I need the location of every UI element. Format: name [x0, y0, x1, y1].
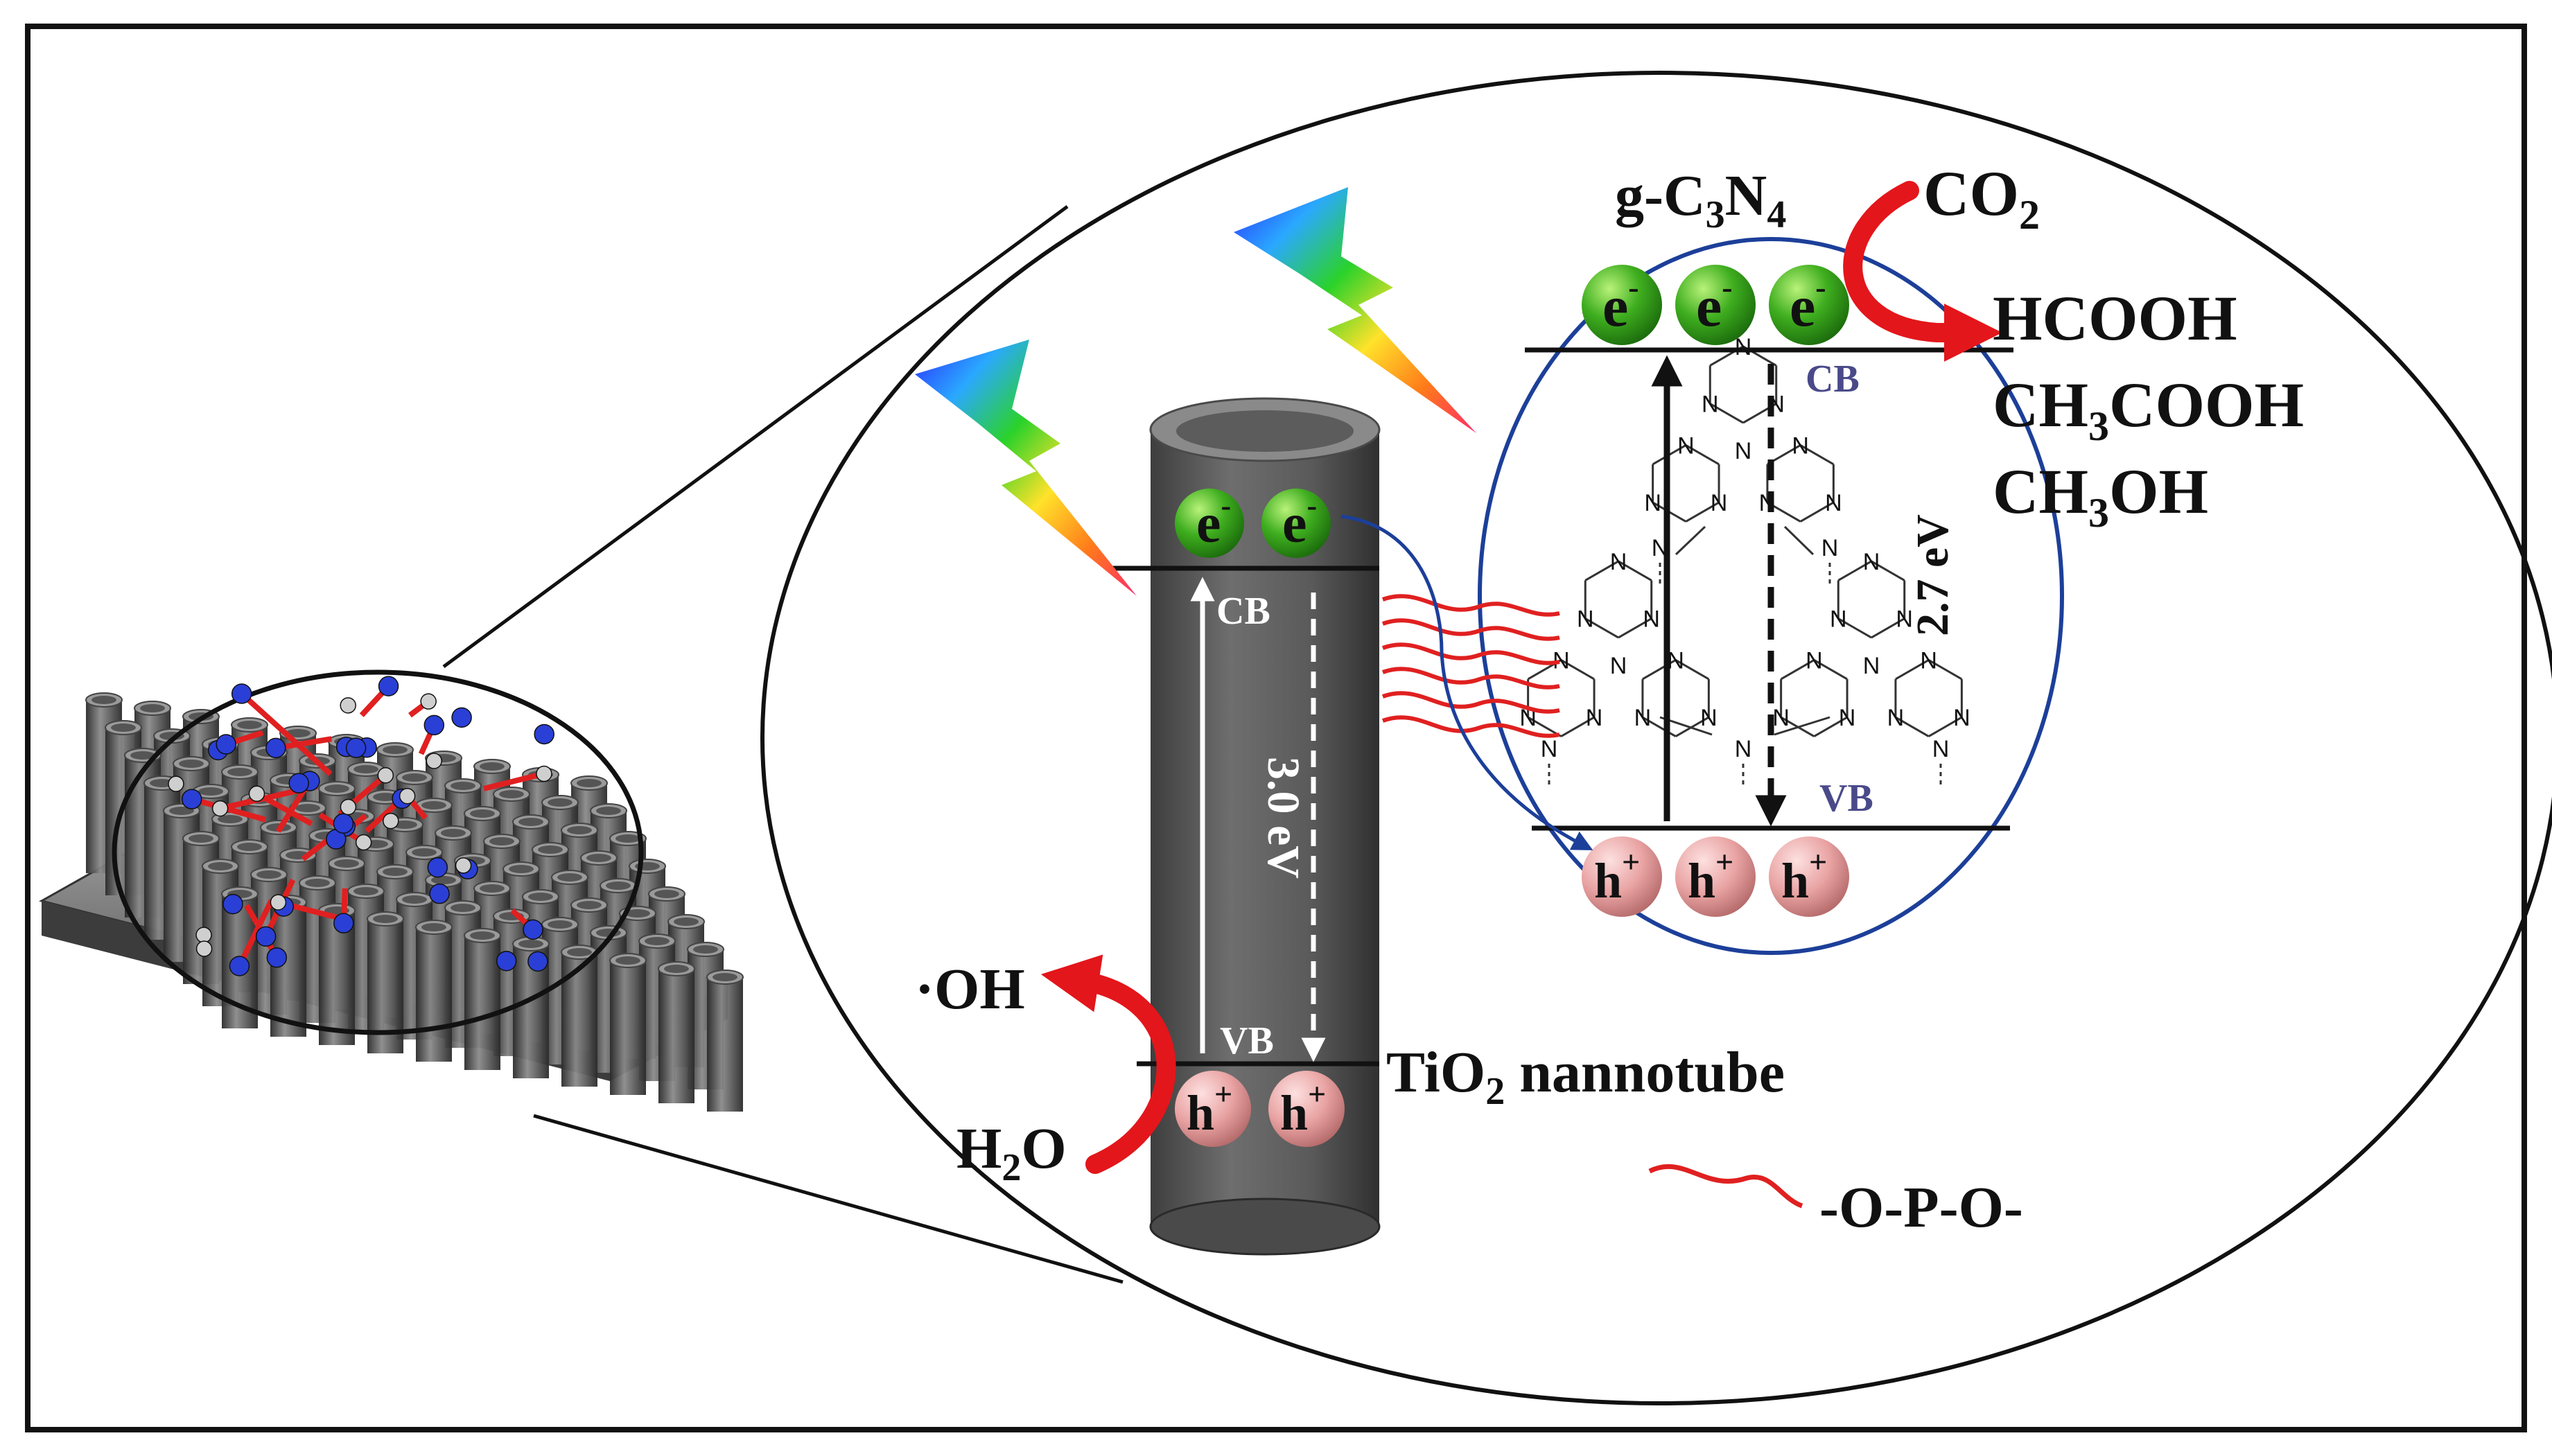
gcn-electron-3: e-: [1769, 265, 1849, 345]
svg-text:N: N: [1863, 549, 1880, 575]
svg-text:e-: e-: [1696, 270, 1733, 339]
svg-text:h+: h+: [1781, 844, 1827, 909]
zoom-line-top: [442, 204, 1069, 669]
lightning-icon-right: [1234, 187, 1476, 433]
gcn-electron-1: e-: [1582, 265, 1662, 345]
water-oxidation-arrow: [1040, 954, 1176, 1174]
tio2-vb-label: VB: [1220, 1019, 1274, 1062]
product-methanol: CH3OH: [1993, 456, 2208, 536]
svg-text:h+: h+: [1187, 1076, 1232, 1141]
svg-text:N: N: [1896, 606, 1913, 633]
svg-text:h+: h+: [1280, 1076, 1326, 1141]
svg-text:e-: e-: [1282, 489, 1317, 554]
svg-text:N: N: [1772, 705, 1790, 731]
svg-text:N: N: [1792, 432, 1809, 459]
svg-text:N: N: [1644, 490, 1661, 516]
gcn-hole-2: h+: [1675, 836, 1756, 917]
tio2-electron-2: e-: [1261, 489, 1331, 558]
zoom-line-bottom: [533, 1114, 1124, 1284]
svg-text:N: N: [1830, 606, 1847, 633]
svg-text:N: N: [1735, 736, 1752, 762]
tio2-cb-label: CB: [1216, 590, 1270, 633]
product-hcooh: HCOOH: [1993, 283, 2237, 353]
gcn-vb-label: VB: [1819, 777, 1873, 820]
svg-text:N: N: [1953, 705, 1970, 731]
svg-text:N: N: [1932, 736, 1950, 762]
lightning-icon-left: [915, 340, 1137, 596]
svg-text:N: N: [1610, 653, 1627, 679]
svg-text:N: N: [1634, 705, 1652, 731]
svg-text:h+: h+: [1688, 844, 1733, 909]
svg-text:N: N: [1702, 392, 1719, 418]
tio2-hole-2: h+: [1268, 1071, 1345, 1147]
tio2-hole-1: h+: [1175, 1071, 1251, 1147]
nanotube-array-icon: [39, 669, 744, 1112]
svg-text:N: N: [1586, 705, 1603, 731]
gcn-gap-label: 2.7 eV: [1907, 514, 1958, 636]
svg-text:N: N: [1825, 490, 1842, 516]
gcn-title: g-C3N4: [1615, 164, 1786, 236]
svg-text:N: N: [1711, 490, 1728, 516]
svg-text:N: N: [1735, 438, 1752, 464]
svg-text:N: N: [1577, 606, 1594, 633]
svg-text:N: N: [1677, 432, 1695, 459]
svg-text:e-: e-: [1196, 489, 1231, 554]
linker-legend-label: -O-P-O-: [1819, 1175, 2023, 1240]
co2-reduction-arrow: [1843, 181, 2002, 362]
linker-legend-wave: [1648, 1164, 1803, 1209]
gcn-hole-1: h+: [1582, 836, 1662, 917]
svg-text:N: N: [1610, 549, 1627, 575]
gcn-hole-3: h+: [1769, 836, 1849, 917]
hydroxyl-label: ·OH: [915, 957, 1025, 1021]
svg-text:N: N: [1541, 736, 1558, 762]
svg-text:N: N: [1863, 653, 1880, 679]
svg-text:N: N: [1821, 535, 1839, 561]
products-list: HCOOH CH3COOH CH3OH: [1993, 283, 2304, 536]
svg-text:N: N: [1643, 606, 1660, 633]
co2-label: CO2: [1923, 158, 2040, 238]
tio2-label: TiO2 nannotube: [1386, 1040, 1785, 1113]
gcn-cb-label: CB: [1806, 358, 1860, 401]
linker-waves: [1381, 594, 1560, 738]
zoom-ellipse: [760, 71, 2552, 1405]
water-label: H2O: [956, 1116, 1067, 1189]
tio2-gap-label: 3.0 eV: [1258, 757, 1309, 879]
svg-text:N: N: [1700, 705, 1718, 731]
svg-text:h+: h+: [1594, 844, 1640, 909]
product-acetic-acid: CH3COOH: [1993, 369, 2304, 449]
svg-text:e-: e-: [1602, 270, 1639, 339]
electron-transfer-arrow: [1340, 514, 1593, 850]
svg-text:e-: e-: [1790, 270, 1826, 339]
svg-text:N: N: [1839, 705, 1856, 731]
tio2-electron-1: e-: [1175, 489, 1244, 558]
svg-text:N: N: [1920, 647, 1937, 674]
gcn-electron-2: e-: [1675, 265, 1756, 345]
svg-text:N: N: [1887, 705, 1905, 731]
svg-text:N: N: [1806, 647, 1823, 674]
